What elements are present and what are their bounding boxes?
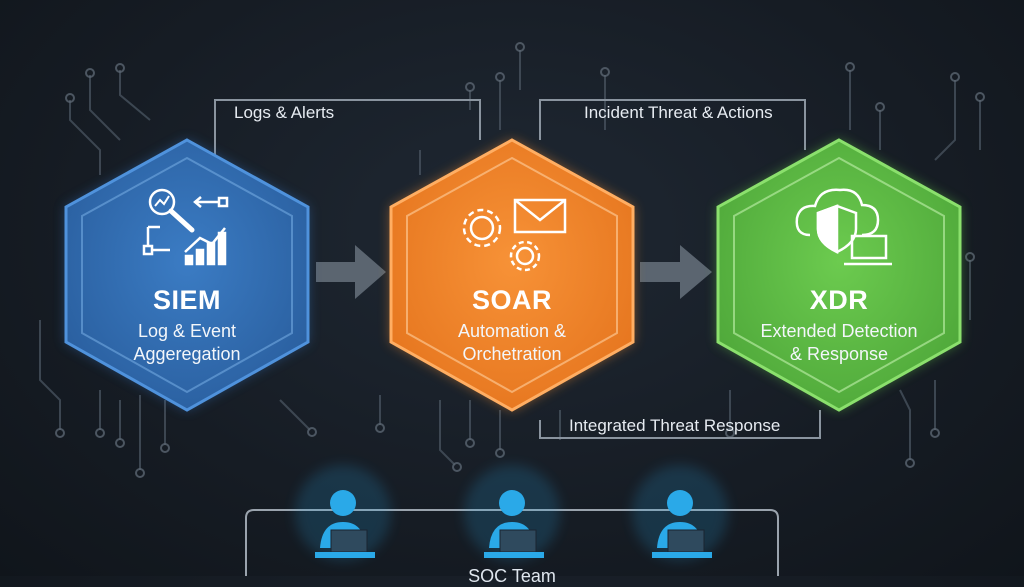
analyst-icon-3 (632, 465, 728, 561)
xdr-desc-line2: & Response (789, 344, 889, 364)
soar-desc-line2: Orchetration (462, 344, 562, 364)
analytics-search-icon (142, 188, 229, 266)
soar-text: SOAR Automation & Orchetration (392, 284, 632, 366)
flow-arrows (316, 245, 712, 299)
siem-text: SIEM Log & Event Aggeregation (67, 284, 307, 366)
xdr-desc-line1: Extended Detection (760, 321, 918, 341)
threat-response-bracket (539, 410, 821, 439)
cloud-shield-laptop-icon (795, 188, 892, 266)
incident-actions-label: Incident Threat & Actions (584, 103, 773, 122)
soc-team-panel (245, 465, 779, 576)
xdr-text: XDR Extended Detection & Response (719, 284, 959, 366)
arrow-soar-to-xdr (640, 245, 712, 299)
analyst-icon-1 (295, 465, 391, 561)
arrow-siem-to-soar (316, 245, 386, 299)
threat-response-label: Integrated Threat Response (569, 416, 781, 435)
soc-team-label: SOC Team (468, 566, 556, 586)
logs-alerts-label: Logs & Alerts (234, 103, 335, 122)
hex-soar[interactable] (389, 138, 635, 412)
siem-desc-line2: Aggeregation (133, 344, 241, 364)
soar-desc-line1: Automation & (457, 321, 567, 341)
analyst-icon-2 (464, 465, 560, 561)
siem-title: SIEM (152, 285, 221, 315)
logs-alerts-bracket (214, 99, 481, 160)
hex-siem[interactable] (64, 138, 310, 412)
connector-lines (214, 99, 821, 439)
hex-xdr[interactable] (716, 138, 962, 412)
soar-title: SOAR (471, 285, 552, 315)
xdr-title: XDR (809, 285, 869, 315)
incident-actions-bracket (539, 99, 806, 150)
siem-desc-line1: Log & Event (137, 321, 237, 341)
gears-mail-icon (462, 198, 567, 272)
